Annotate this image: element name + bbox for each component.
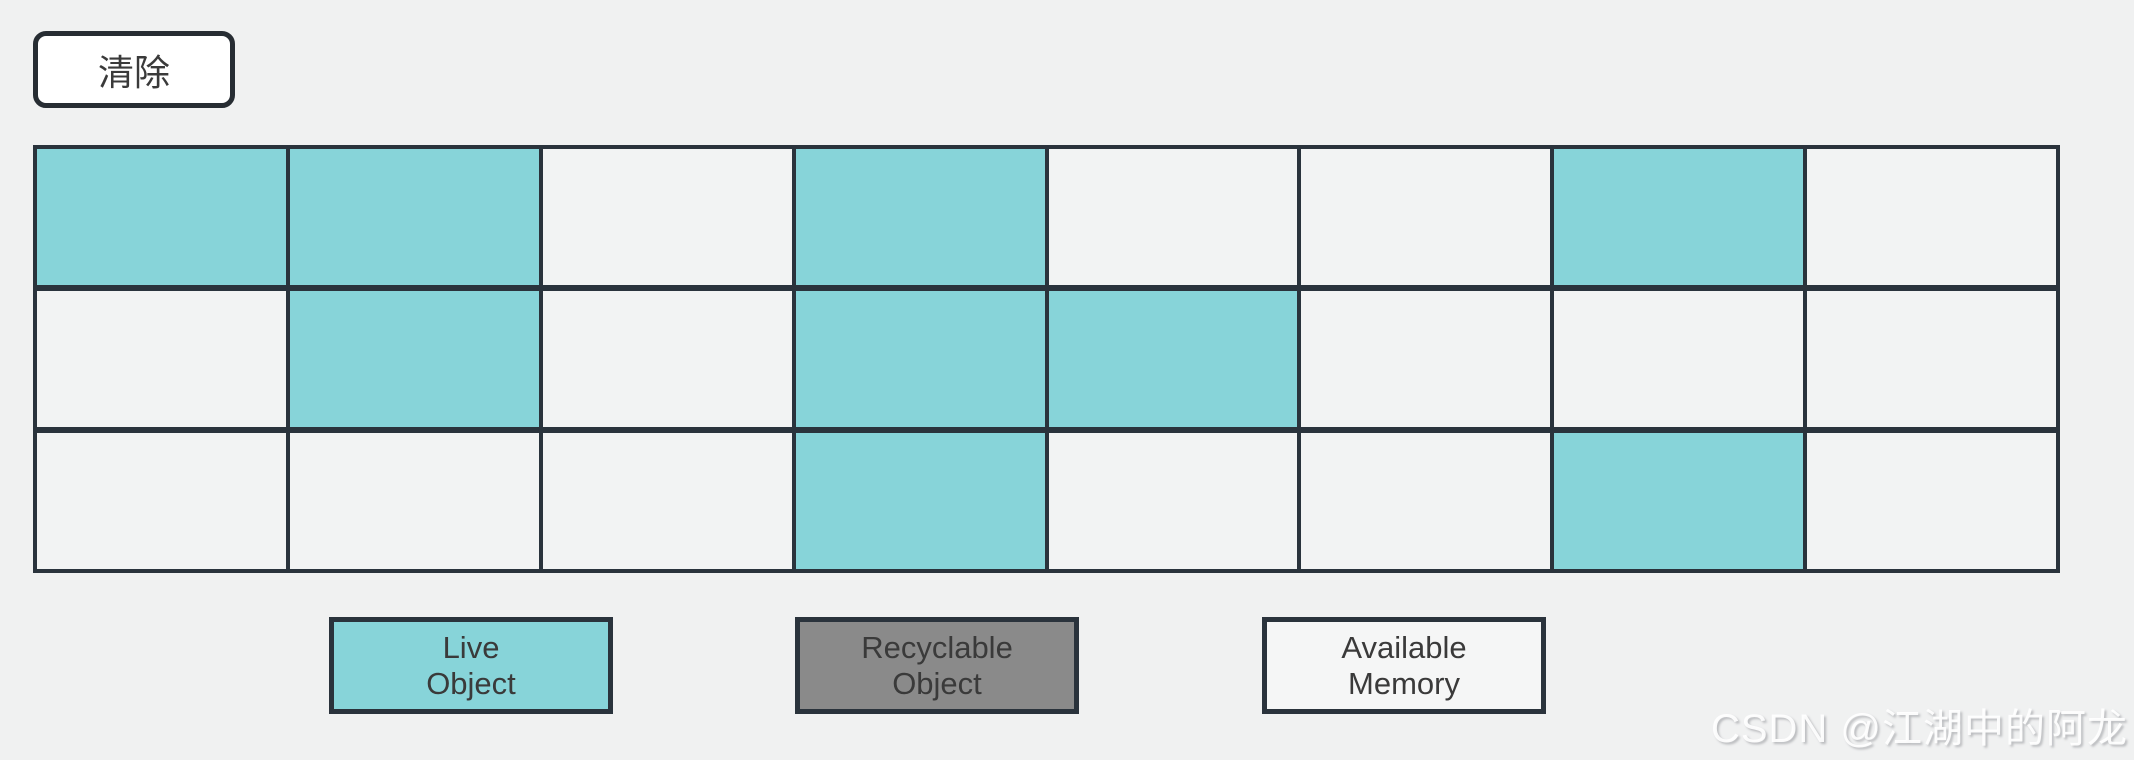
memory-cell-r1-c7-live [1554, 149, 1804, 285]
memory-cell-r3-c8-free [1807, 433, 2056, 569]
memory-cell-r1-c1-live [37, 149, 286, 285]
memory-cell-r3-c5-free [1048, 433, 1298, 569]
legend-recyclable-object-label-line2: Object [892, 665, 982, 701]
memory-cell-r3-c6-free [1301, 433, 1551, 569]
memory-cell-r3-c2-free [289, 433, 539, 569]
memory-cell-r2-c5-live [1048, 291, 1298, 427]
memory-cell-r1-c8-free [1807, 149, 2056, 285]
memory-cell-r2-c7-free [1554, 291, 1804, 427]
memory-cell-r3-c3-free [542, 433, 792, 569]
legend-recyclable-object-label-line1: Recyclable [861, 630, 1013, 666]
memory-cell-r1-c3-free [542, 149, 792, 285]
memory-cell-r2-c2-live [289, 291, 539, 427]
legend-live-object-label-line2: Object [426, 665, 516, 701]
memory-cell-r2-c8-free [1807, 291, 2056, 427]
memory-cell-r3-c4-live [795, 433, 1045, 569]
memory-cell-r2-c1-free [37, 291, 286, 427]
legend-live-object-label-line1: Live [442, 630, 500, 666]
legend-live-object: Live Object [329, 617, 613, 714]
legend-available-memory: Available Memory [1262, 617, 1546, 714]
legend-recyclable-object: Recyclable Object [795, 617, 1079, 714]
csdn-watermark: CSDN @江湖中的阿龙 [1710, 707, 2128, 751]
memory-cell-r3-c7-live [1554, 433, 1804, 569]
memory-cell-r1-c2-live [289, 149, 539, 285]
memory-grid [33, 145, 2060, 573]
clear-button[interactable]: 清除 [33, 31, 235, 108]
memory-cell-r1-c4-live [795, 149, 1045, 285]
legend-available-memory-label-line2: Memory [1348, 665, 1460, 701]
memory-cell-r1-c6-free [1301, 149, 1551, 285]
legend-available-memory-label-line1: Available [1341, 630, 1467, 666]
memory-cell-r2-c3-free [542, 291, 792, 427]
memory-cell-r2-c6-free [1301, 291, 1551, 427]
memory-cell-r1-c5-free [1048, 149, 1298, 285]
memory-cell-r2-c4-live [795, 291, 1045, 427]
memory-cell-r3-c1-free [37, 433, 286, 569]
